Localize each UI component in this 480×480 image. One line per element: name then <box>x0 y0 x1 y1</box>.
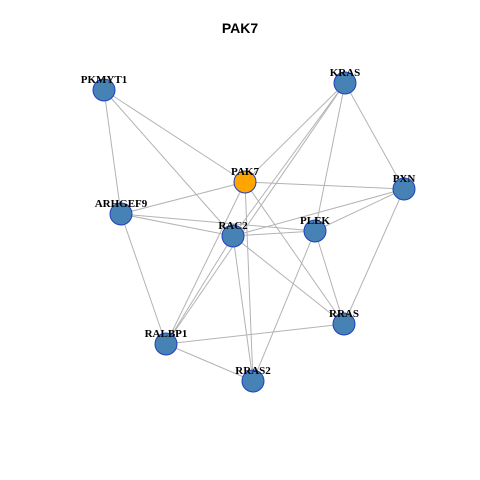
edge-kras-ralbp1 <box>165 82 346 345</box>
edge-pak7-rras2 <box>244 181 254 382</box>
graph-title: PAK7 <box>221 20 259 36</box>
node-ralbp1[interactable] <box>154 332 178 356</box>
edge-rac2-rras2 <box>232 235 254 382</box>
node-label-ralbp1: RALBP1 <box>145 328 188 340</box>
node-plek[interactable] <box>303 219 327 243</box>
edge-pkmyt1-arhgef9 <box>103 89 122 215</box>
node-pak7[interactable] <box>233 170 257 194</box>
edge-rac2-ralbp1 <box>165 235 234 345</box>
node-pkmyt1[interactable] <box>92 78 116 102</box>
node-rac2[interactable] <box>221 224 245 248</box>
edge-pkmyt1-rac2 <box>103 89 234 237</box>
edge-arhgef9-plek <box>120 213 316 232</box>
node-label-rras2: RRAS2 <box>235 365 271 377</box>
edge-rac2-plek <box>232 230 316 237</box>
node-pxn[interactable] <box>392 177 416 201</box>
node-label-pkmyt1: PKMYT1 <box>81 74 127 86</box>
edge-pak7-rras <box>244 181 345 325</box>
node-label-plek: PLEK <box>300 215 330 227</box>
nodes-layer <box>92 71 416 393</box>
node-label-pak7: PAK7 <box>231 166 259 178</box>
edge-pak7-ralbp1 <box>165 181 246 345</box>
edge-ralbp1-rras <box>165 323 345 345</box>
node-kras[interactable] <box>333 71 357 95</box>
edge-kras-plek <box>314 82 346 232</box>
edge-pxn-plek <box>314 188 405 232</box>
edge-pxn-rras <box>343 188 405 325</box>
node-label-rac2: RAC2 <box>218 220 248 232</box>
edge-plek-rras <box>314 230 345 325</box>
edge-arhgef9-rac2 <box>120 213 234 237</box>
edge-ralbp1-rras2 <box>165 343 254 382</box>
node-label-kras: KRAS <box>330 67 361 79</box>
edge-arhgef9-ralbp1 <box>120 213 167 345</box>
edge-pak7-arhgef9 <box>120 181 246 215</box>
edge-plek-rras2 <box>252 230 316 382</box>
edge-pxn-rac2 <box>232 188 405 237</box>
node-arhgef9[interactable] <box>109 202 133 226</box>
edge-kras-pak7 <box>244 82 346 183</box>
node-label-rras: RRAS <box>329 308 359 320</box>
node-rras[interactable] <box>332 312 356 336</box>
node-rras2[interactable] <box>241 369 265 393</box>
edge-pak7-pxn <box>244 181 405 190</box>
node-label-pxn: PXN <box>393 173 416 185</box>
edge-pkmyt1-pak7 <box>103 89 246 183</box>
node-label-arhgef9: ARHGEF9 <box>95 198 148 210</box>
edge-kras-pxn <box>344 82 405 190</box>
edge-kras-rac2 <box>232 82 346 237</box>
edges-layer <box>103 82 405 382</box>
edge-rac2-rras <box>232 235 345 325</box>
